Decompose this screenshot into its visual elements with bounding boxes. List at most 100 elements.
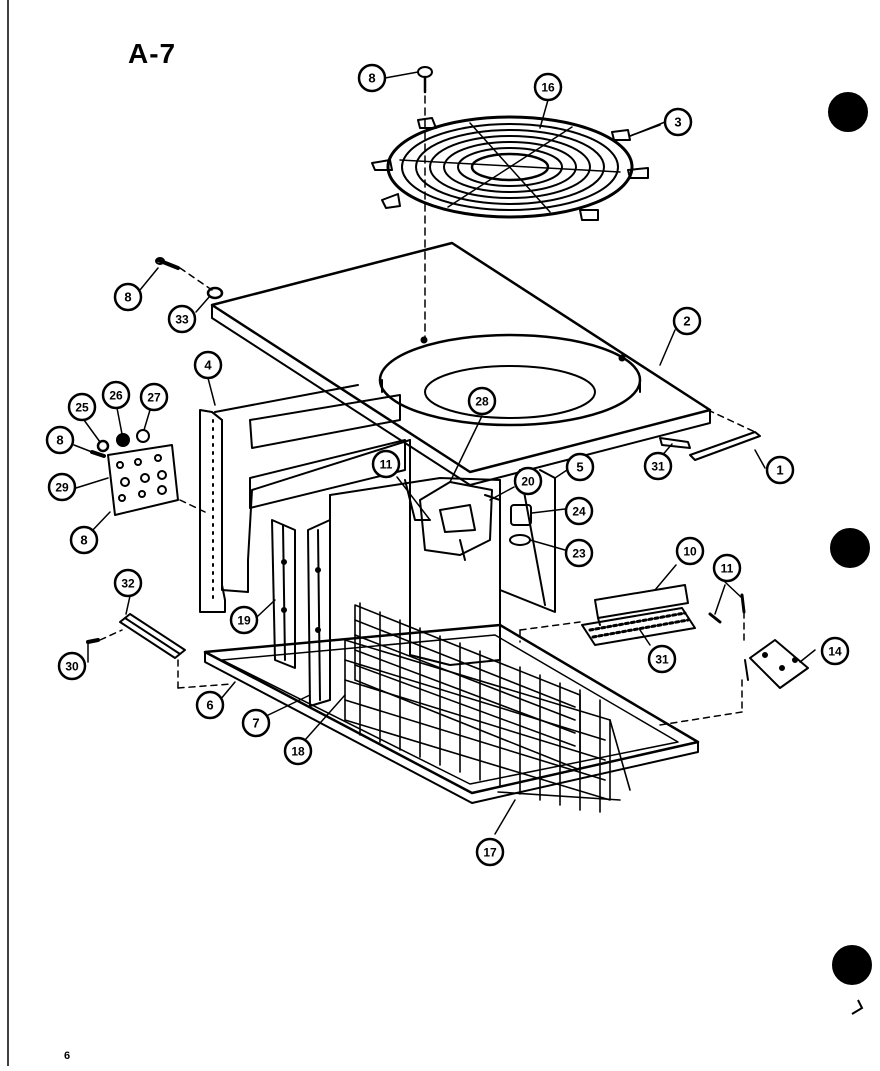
callout-3: 3 [663, 107, 693, 137]
callout-8: 8 [357, 63, 387, 93]
callout-circle [45, 425, 75, 455]
callout-label: 4 [204, 358, 212, 373]
callout-8: 8 [45, 425, 75, 455]
callout-label: 23 [572, 547, 586, 561]
callout-label: 8 [368, 71, 375, 86]
callout-circle [564, 496, 594, 526]
callout-label: 20 [521, 475, 535, 489]
screw-8-left [155, 257, 180, 270]
callout-label: 26 [109, 389, 123, 403]
callout-32: 32 [113, 568, 143, 598]
callout-10: 10 [675, 536, 705, 566]
callout-circle [67, 392, 97, 422]
strip-1 [689, 431, 761, 461]
screw-30 [86, 638, 100, 644]
callout-label: 14 [828, 645, 842, 659]
top-panel [210, 241, 712, 486]
callout-circle [139, 382, 169, 412]
callout-circle [467, 386, 497, 416]
callout-25: 25 [67, 392, 97, 422]
callout-8: 8 [113, 282, 143, 312]
callout-label: 28 [475, 395, 489, 409]
callout-label: 30 [65, 660, 79, 674]
callout-circle [113, 282, 143, 312]
grommet-25 [96, 439, 110, 453]
callout-label: 29 [55, 481, 69, 495]
callout-circle [101, 380, 131, 410]
callout-28: 28 [467, 386, 497, 416]
callout-circle [241, 708, 271, 738]
compressor-assembly [329, 439, 532, 701]
washer-33 [206, 286, 224, 300]
callout-24: 24 [564, 496, 594, 526]
callout-2: 2 [672, 306, 702, 336]
callout-label: 31 [651, 460, 665, 474]
clip-31-top [659, 437, 691, 449]
callout-label: 6 [206, 698, 213, 713]
leader-lines [73, 71, 816, 835]
callout-27: 27 [139, 382, 169, 412]
callout-17: 17 [475, 837, 505, 867]
callout-label: 2 [683, 314, 690, 329]
callout-label: 19 [237, 614, 251, 628]
fan-guard [371, 115, 649, 221]
page-title: A-7 [128, 38, 177, 69]
callout-circle [113, 568, 143, 598]
callout-30: 30 [57, 651, 87, 681]
callout-label: 1 [776, 463, 783, 478]
callout-18: 18 [283, 736, 313, 766]
callout-label: 27 [147, 391, 161, 405]
callout-label: 10 [683, 545, 697, 559]
binder-hole-top [828, 92, 868, 132]
callout-label: 25 [75, 401, 89, 415]
screw-8-bracket [90, 450, 106, 458]
bracket-10 [594, 584, 689, 626]
callout-label: 18 [291, 745, 305, 759]
callout-circle [69, 525, 99, 555]
callout-23: 23 [564, 538, 594, 568]
callout-16: 16 [533, 72, 563, 102]
callout-circle [57, 651, 87, 681]
callout-label: 32 [121, 577, 135, 591]
callout-11: 11 [371, 449, 401, 479]
callout-circle [357, 63, 387, 93]
callout-6: 6 [195, 690, 225, 720]
callout-19: 19 [229, 605, 259, 635]
base-pan [203, 623, 700, 804]
callout-circle [533, 72, 563, 102]
callout-circle [371, 449, 401, 479]
callout-label: 33 [175, 313, 189, 327]
callout-label: 3 [674, 115, 681, 130]
callout-label: 16 [541, 81, 555, 95]
left-side-panel [199, 384, 411, 613]
callout-label: 11 [380, 458, 393, 472]
callout-label: 24 [572, 505, 586, 519]
callout-circle [195, 690, 225, 720]
callout-1: 1 [765, 455, 795, 485]
bracket-14 [744, 639, 809, 689]
front-post-19 [271, 519, 296, 669]
callout-29: 29 [47, 472, 77, 502]
callout-label: 8 [80, 533, 87, 548]
binder-hole-middle [830, 528, 870, 568]
screw-11-a [708, 612, 722, 624]
callout-circle [663, 107, 693, 137]
callout-label: 8 [124, 290, 131, 305]
callout-circle [475, 837, 505, 867]
callout-circle [564, 538, 594, 568]
callout-label: 5 [576, 460, 583, 475]
callout-7: 7 [241, 708, 271, 738]
callout-label: 7 [252, 716, 259, 731]
callout-26: 26 [101, 380, 131, 410]
callout-11: 11 [712, 553, 742, 583]
callout-circle [672, 306, 702, 336]
callout-circle [229, 605, 259, 635]
callout-31: 31 [643, 451, 673, 481]
front-post-7 [307, 519, 331, 707]
callout-circle [167, 304, 197, 334]
callout-label: 17 [483, 846, 497, 860]
callout-circle [283, 736, 313, 766]
